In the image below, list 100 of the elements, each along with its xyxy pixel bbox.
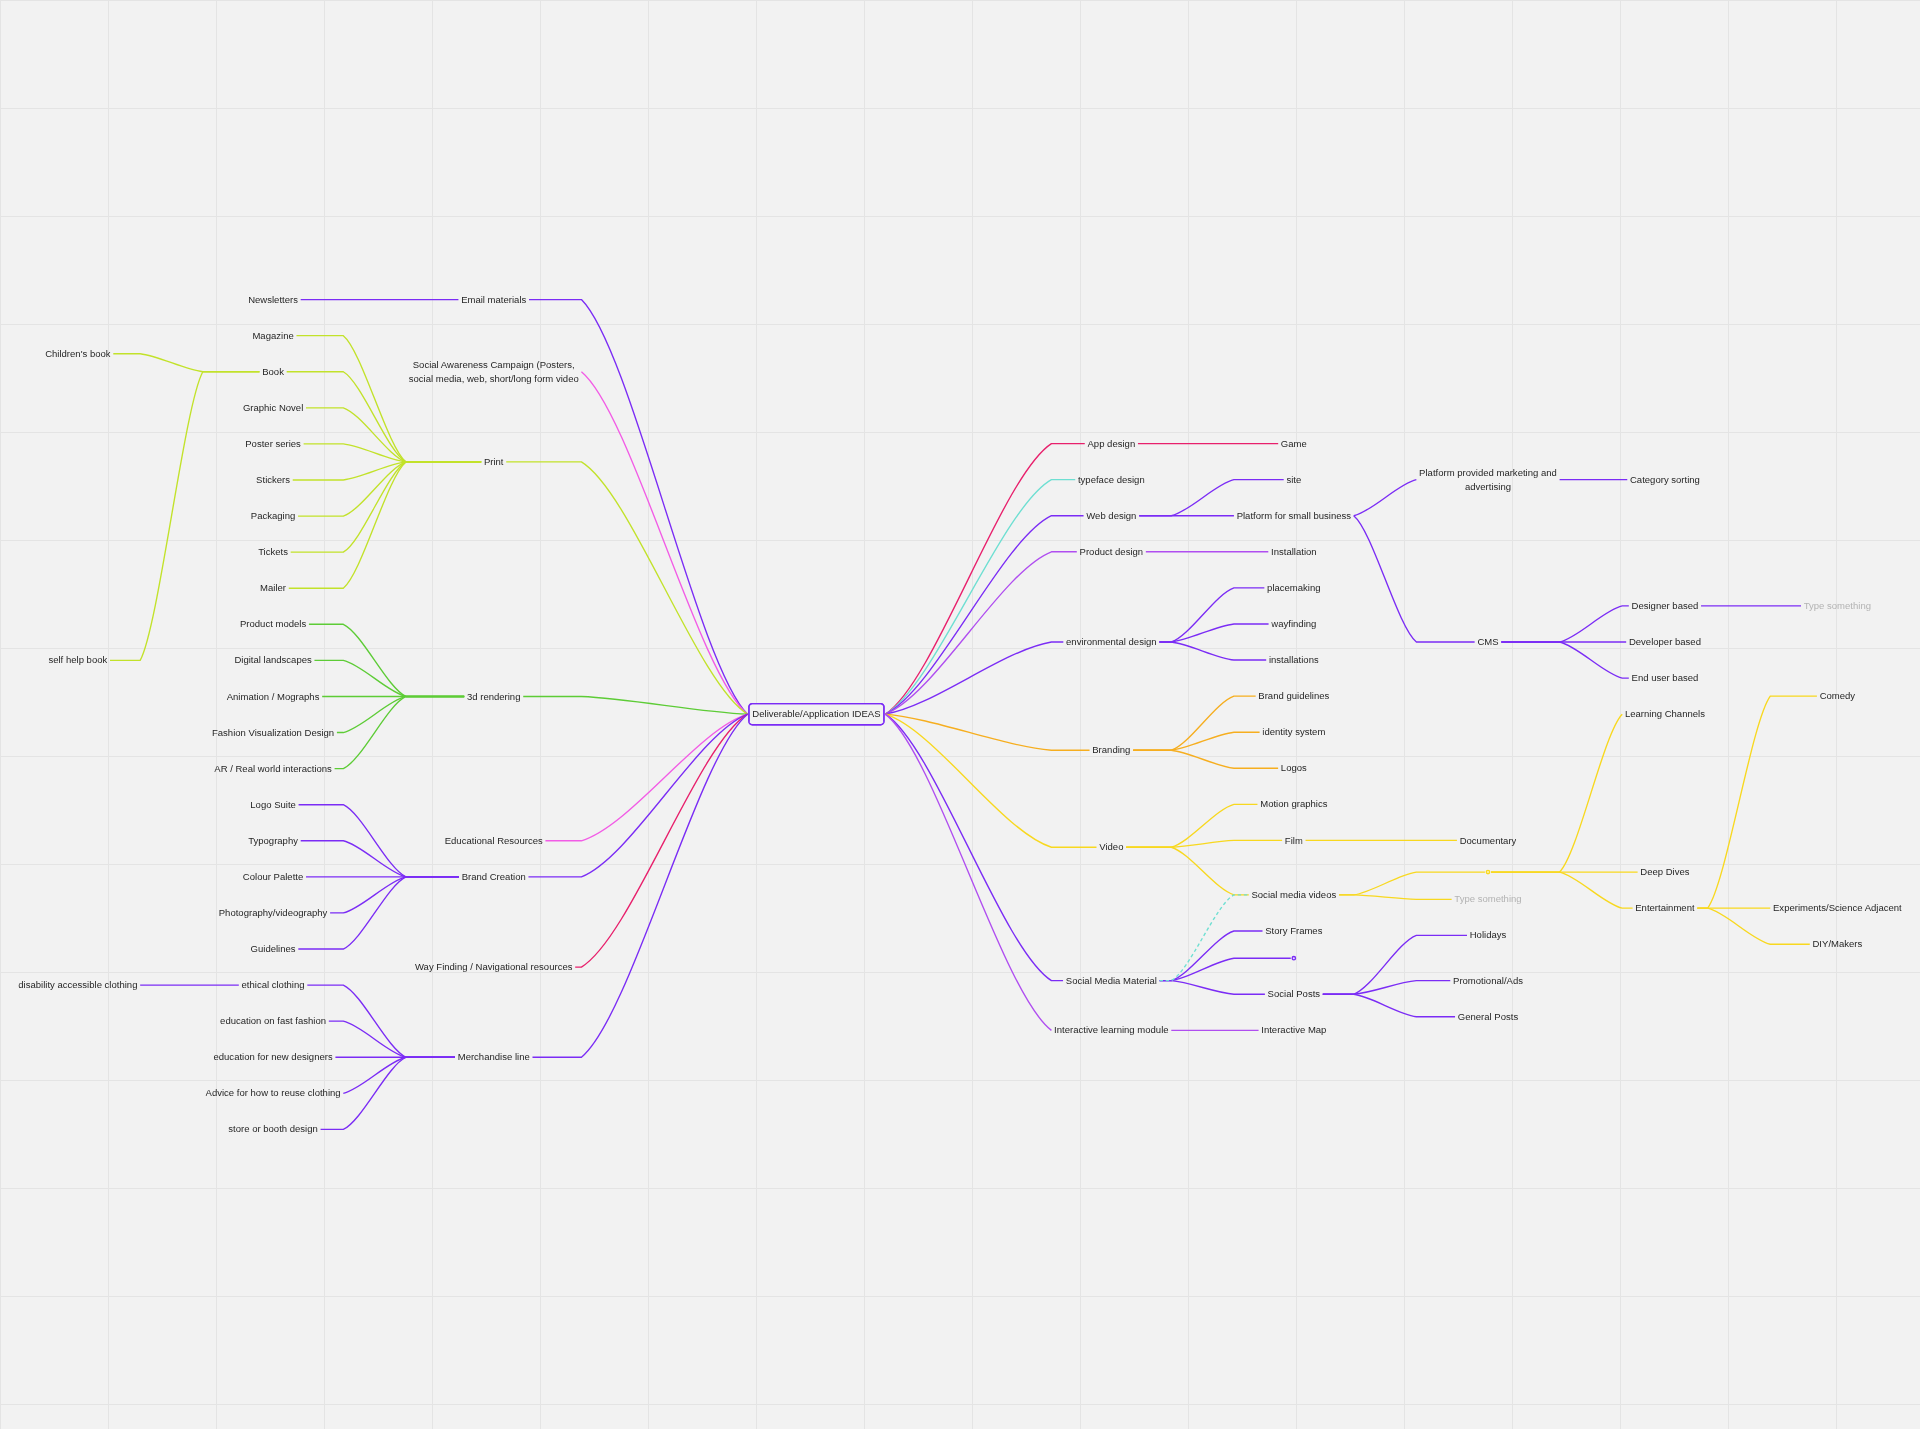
topic-label: Product design [1079,546,1144,557]
topic-label: Colour Palette [242,871,304,882]
branch-line [1558,478,1628,481]
topic-label: Mailer [260,582,287,594]
topic-label: store or booth design [228,1123,318,1135]
branch-line [333,695,465,770]
topic-label: education for new designers [213,1051,333,1063]
branch-line [531,713,749,1058]
topic-label: 3d rendering [466,690,521,702]
topic-label: identity system [1262,726,1326,738]
branch-line [884,713,1091,751]
topic-label: Game [1280,437,1307,449]
topic-label: Social Media Material [1065,974,1157,986]
topic-label: Photography/videography [218,907,328,919]
topic-label: App design [1087,437,1136,449]
topic-label: wayfinding [1271,618,1317,630]
topic-label: Fashion Visualization Design [211,726,335,738]
branch-line [505,461,749,715]
branch-line [884,551,1078,715]
topic-label: education on fast fashion [220,1015,327,1027]
topic-label: Type something [1803,600,1871,612]
branch-line [1132,749,1279,769]
topic-label: Comedy [1819,690,1856,702]
topic-label: Children's book [45,347,111,359]
topic-label: Learning Channels [1624,708,1705,720]
topic-label: typeface design [1077,473,1145,485]
topic-label: Logos [1280,762,1307,774]
branch-line [1158,641,1267,661]
topic-label: Web design [1086,509,1137,521]
topic-label: Product models [239,618,307,630]
topic-label: ethical clothing [241,979,305,991]
topic-label: Email materials [461,293,527,305]
branch-line [1353,478,1418,517]
topic-label: Guidelines [250,943,296,955]
topic-label: Branding [1092,744,1131,756]
topic-label: Typography [248,835,298,846]
branch-line [1138,515,1235,517]
branch-line [1304,839,1458,842]
topic-label: Stickers [256,474,290,486]
topic-label: Experiments/Science Adjacent [1773,902,1902,914]
topic-label: Film [1284,834,1303,846]
branch-line [1137,442,1279,445]
topic-label: Designer based [1631,600,1699,612]
topic-label: Interactive Map [1261,1024,1327,1036]
branch-line [300,298,460,301]
branch-line [884,713,1098,848]
topic-label: Category sorting [1629,473,1700,485]
topic-label: Documentary [1459,834,1517,846]
branch-line [580,371,749,715]
topic-label: Installation [1271,546,1317,557]
topic-label: Poster series [245,438,301,449]
topic-label: Type something [1454,893,1522,905]
topic-label: site [1286,473,1302,485]
topic-label: Interactive learning module [1054,1024,1169,1036]
topic-label: Social media videos [1251,889,1337,900]
topic-label: CMS [1477,636,1499,648]
branch-line [288,461,482,589]
topic-label: Educational Resources [444,835,543,846]
branch-line [319,1056,456,1131]
branch-line [884,713,1053,1032]
branch-line [522,695,749,715]
branch-line [139,984,240,986]
topic-label: Merchandise line [457,1051,530,1063]
topic-label: Advice for how to reuse clothing [205,1087,341,1099]
branch-line [297,876,460,950]
topic-label: Motion graphics [1260,798,1328,810]
topic-label: Print [483,456,504,468]
branch-line [1145,551,1269,553]
topic-label: DIY/Makers [1812,938,1863,950]
branch-line [1500,641,1630,679]
topic-label: Developer based [1628,636,1701,648]
junction-dot [1485,869,1491,875]
topic-label: Brand Creation [461,871,526,882]
topic-label: placemaking [1267,582,1321,593]
branch-line [1170,1029,1260,1032]
topic-label: disability accessible clothing [18,979,138,991]
branch-line [1700,605,1802,607]
topic-label: Digital landscapes [234,654,312,666]
branch-line [1125,846,1250,896]
topic-label: Entertainment [1635,902,1695,914]
branch-line [527,713,749,878]
topic-label: Tickets [258,546,288,558]
topic-label: AR / Real world interactions [214,762,332,774]
branch-line [884,641,1064,715]
topic-label: Graphic Novel [242,402,304,413]
branch-line [884,442,1086,715]
topic-label: Video [1099,841,1124,853]
junction-dot [1291,955,1297,961]
topic-label: Animation / Mographs [226,690,320,702]
topic-label: Newsletters [248,293,298,305]
branch-line [1322,993,1456,1018]
topic-label: Brand guidelines [1258,690,1330,702]
topic-label: installations [1268,654,1319,666]
topic-label: Social Awareness Campaign (Posters, social media, web, short/long form video [408,358,579,384]
topic-label: self help book [48,654,108,666]
topic-label: Packaging [250,510,296,522]
topic-label: Platform provided marketing and advertising [1419,466,1557,492]
topic-label: End user based [1631,672,1699,684]
topic-label: Platform for small business [1236,509,1352,521]
branch-line [1338,894,1453,900]
